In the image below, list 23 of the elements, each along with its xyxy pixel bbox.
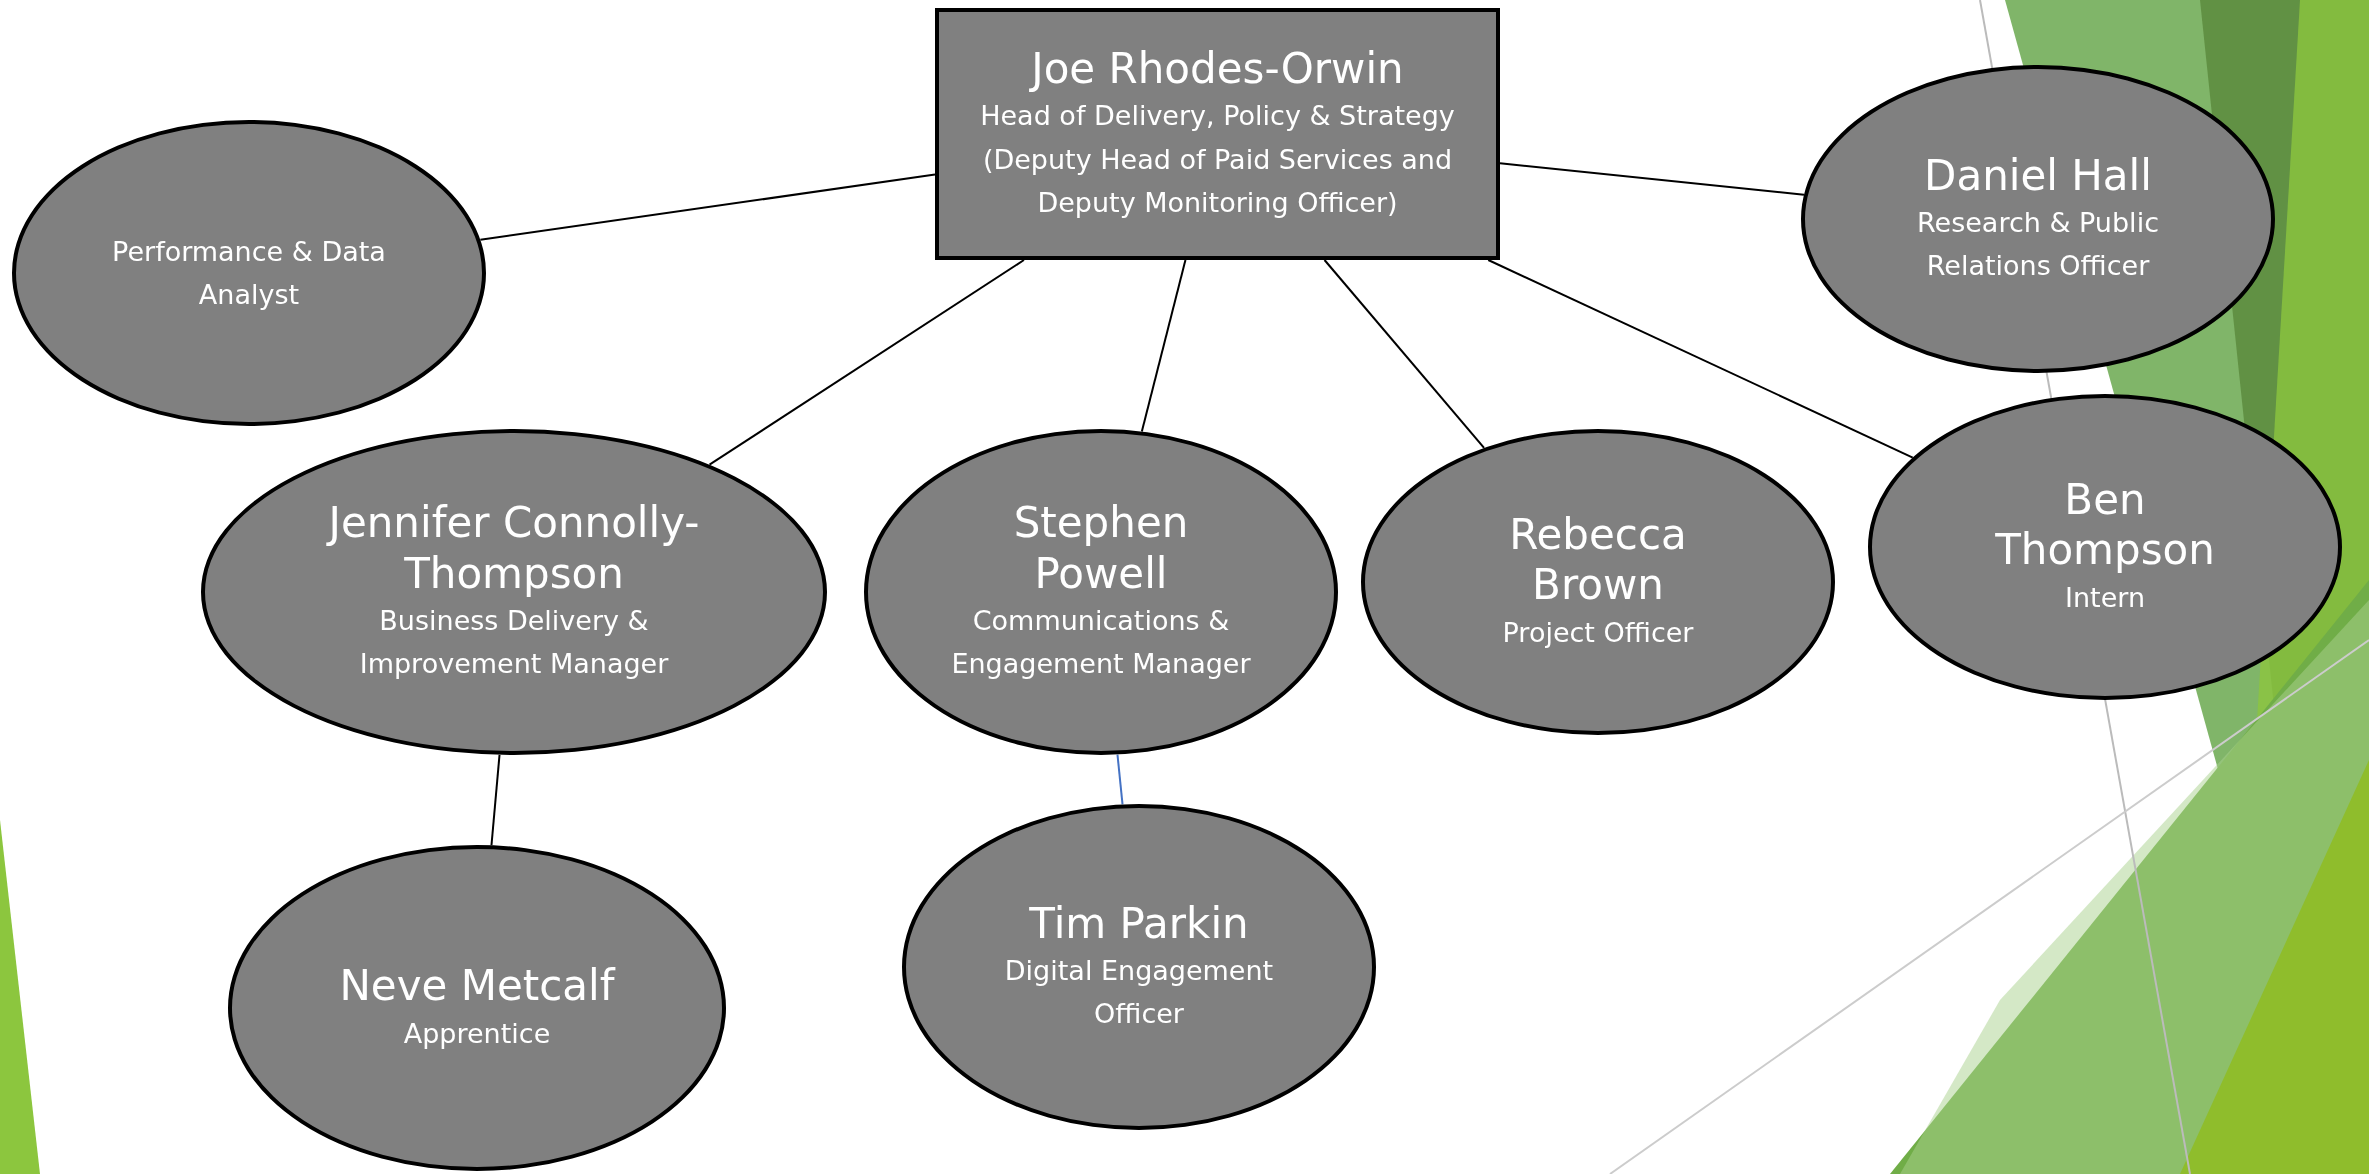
person-name: Daniel Hall xyxy=(1924,150,2152,201)
connector-line xyxy=(490,753,501,847)
job-title: Intern xyxy=(2065,580,2145,615)
person-name: Neve Metcalf xyxy=(339,961,615,1012)
job-title: Business Delivery & Improvement Manager xyxy=(358,604,670,682)
job-title: Performance & Data Analyst xyxy=(111,234,387,312)
job-title: Digital Engagement Officer xyxy=(1003,954,1275,1032)
person-name: Stephen Powell xyxy=(1012,498,1190,600)
role-box xyxy=(935,8,1500,260)
person-name: Rebecca Brown xyxy=(1508,510,1688,611)
connector-line xyxy=(1323,259,1486,449)
person-name: Ben Thompson xyxy=(1994,475,2216,576)
job-title: Apprentice xyxy=(403,1016,551,1051)
person-name: Jennifer Connolly-Thompson xyxy=(325,498,701,600)
person-name: Joe Rhodes-Orwin xyxy=(1031,44,1404,95)
person-name: Tim Parkin xyxy=(1029,898,1249,949)
job-title: Head of Delivery, Policy & Strategy (Deputy Head of Paid Services and Deputy Monitoring Officer) xyxy=(979,99,1456,220)
job-title: Communications & Engagement Manager xyxy=(951,604,1251,682)
job-title: Research & Public Relations Officer xyxy=(1916,206,2160,284)
job-title: Project Officer xyxy=(1502,615,1694,650)
connector-line xyxy=(708,259,1025,466)
connector-line xyxy=(1116,753,1124,806)
connector-line xyxy=(1487,259,1914,459)
